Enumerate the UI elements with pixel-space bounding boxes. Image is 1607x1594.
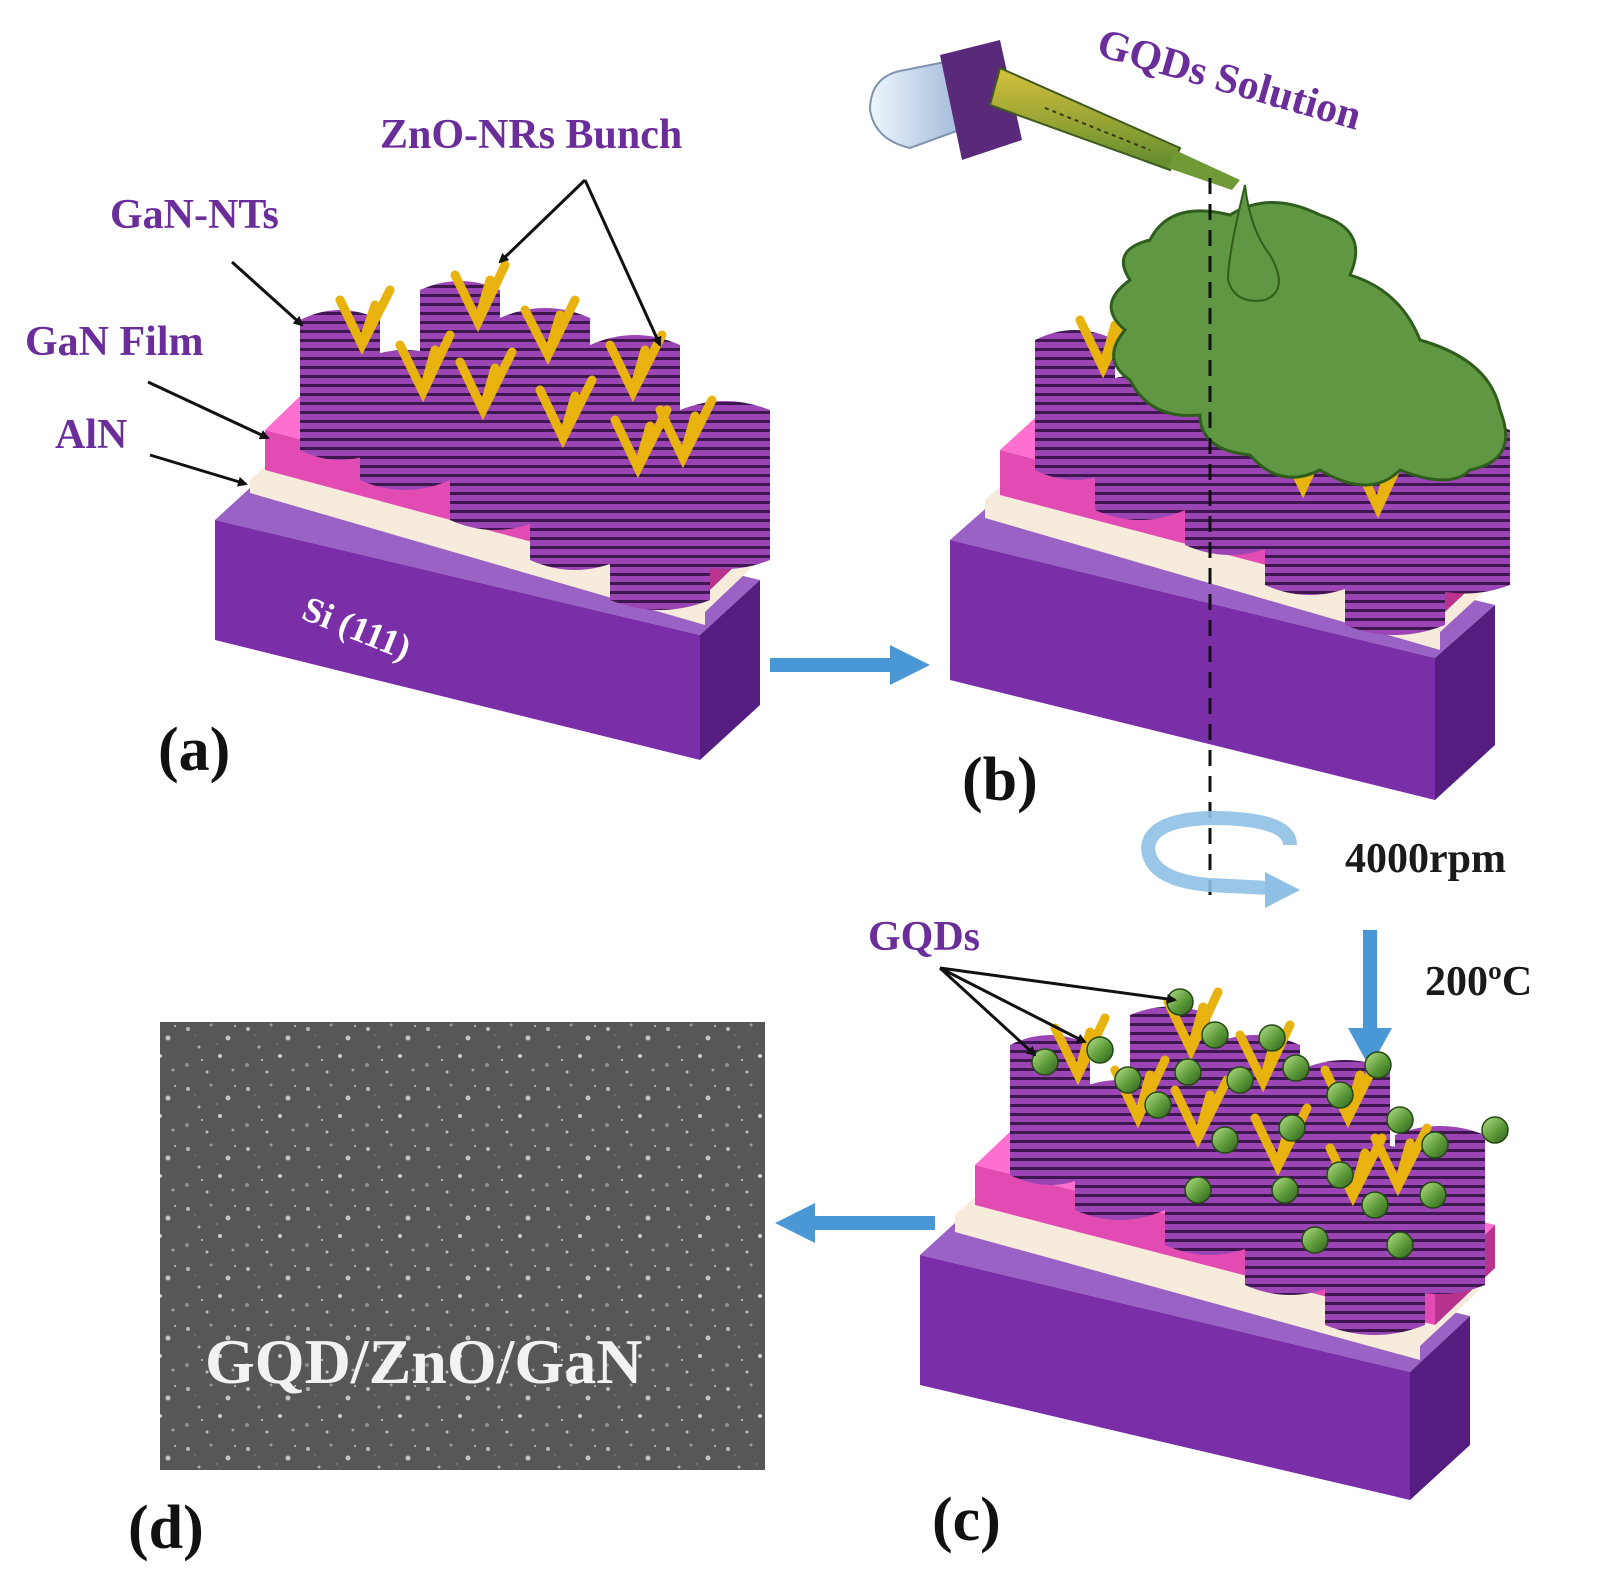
dropper [868, 40, 1240, 190]
arrow-a-to-b [770, 645, 930, 685]
zno-nanorod-bunches [335, 260, 717, 479]
label-gan-nts: GaN-NTs [110, 192, 279, 238]
panel-b: GQDs Solution (b) [868, 20, 1510, 895]
label-gqds: GQDs [868, 914, 980, 960]
gqd-dots [1031, 988, 1509, 1259]
si-substrate-front [215, 520, 700, 760]
caption-c: (c) [932, 1486, 1001, 1554]
caption-d: (d) [128, 1494, 204, 1562]
caption-a: (a) [158, 716, 230, 784]
caption-b: (b) [962, 746, 1038, 814]
label-temp: 200ºC [1425, 959, 1532, 1005]
panel-d: GQD/ZnO/GaN (d) [128, 1022, 765, 1562]
sem-label: GQD/ZnO/GaN [205, 1326, 642, 1397]
arrow-b-to-c: 200ºC [1348, 930, 1532, 1068]
label-gqds-solution: GQDs Solution [1092, 20, 1366, 139]
label-rpm: 4000rpm [1345, 836, 1506, 882]
label-gan-film: GaN Film [25, 319, 203, 365]
panel-a: ZnO-NRs Bunch GaN-NTs GaN Film AlN Si (1… [25, 112, 770, 784]
arrow-c-to-d [775, 1203, 935, 1243]
si-substrate-side [700, 580, 760, 760]
sem-image [160, 1022, 765, 1470]
panel-c: GQDs (c) [868, 914, 1509, 1554]
label-zno-bunch: ZnO-NRs Bunch [380, 112, 682, 158]
drop [1226, 184, 1280, 302]
spin-indicator: 4000rpm [1140, 810, 1506, 908]
label-aln: AlN [55, 412, 127, 458]
